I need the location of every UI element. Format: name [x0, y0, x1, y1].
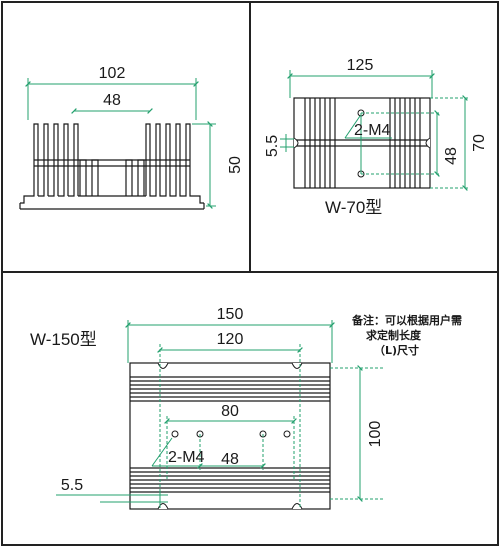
w150-note-line1: 备注：可以根据用户需 — [351, 313, 462, 327]
dim-height: 50 — [227, 156, 244, 174]
w150-note: 备注：可以根据用户需 求定制长度 （L)尺寸 — [351, 313, 462, 357]
w70-dim-slot: 5.5 — [264, 135, 281, 157]
dim-overall-width: 102 — [99, 65, 126, 82]
w70-hole-label: 2-M4 — [354, 122, 391, 139]
w150-dim-hole-spacing-x: 80 — [221, 403, 239, 420]
dim-inner-width: 48 — [103, 92, 121, 109]
w70-title: W-70型 — [325, 198, 382, 217]
w150-dim-height: 100 — [367, 421, 384, 448]
w150-dim-slot-spacing: 120 — [217, 331, 244, 348]
w150-note-line3: （L)尺寸 — [374, 343, 419, 357]
profile-outline — [19, 123, 205, 210]
w150-panel: W-150型 备注：可以根据用户需 求定制长度 （L)尺寸 — [30, 306, 462, 510]
w150-dim-width: 150 — [217, 306, 244, 323]
w70-dim-width: 125 — [347, 57, 374, 74]
w150-note-line2: 求定制长度 — [366, 328, 422, 342]
w150-title: W-150型 — [30, 330, 97, 349]
w70-outline — [293, 97, 431, 189]
w70-dim-hole-spacing: 48 — [443, 147, 460, 165]
profile-panel: 102 48 50 — [19, 65, 244, 210]
w70-dim-height: 70 — [471, 134, 488, 152]
w150-dim-hole-spacing-y: 48 — [221, 451, 239, 468]
w150-dim-slot: 5.5 — [61, 477, 83, 494]
w70-panel: 125 48 70 5.5 2-M4 W-70型 — [264, 57, 488, 217]
w150-hole-4 — [283, 430, 291, 438]
w150-hole-label: 2-M4 — [168, 449, 205, 466]
w150-hole-1 — [171, 430, 179, 438]
w150-outline — [129, 362, 331, 510]
